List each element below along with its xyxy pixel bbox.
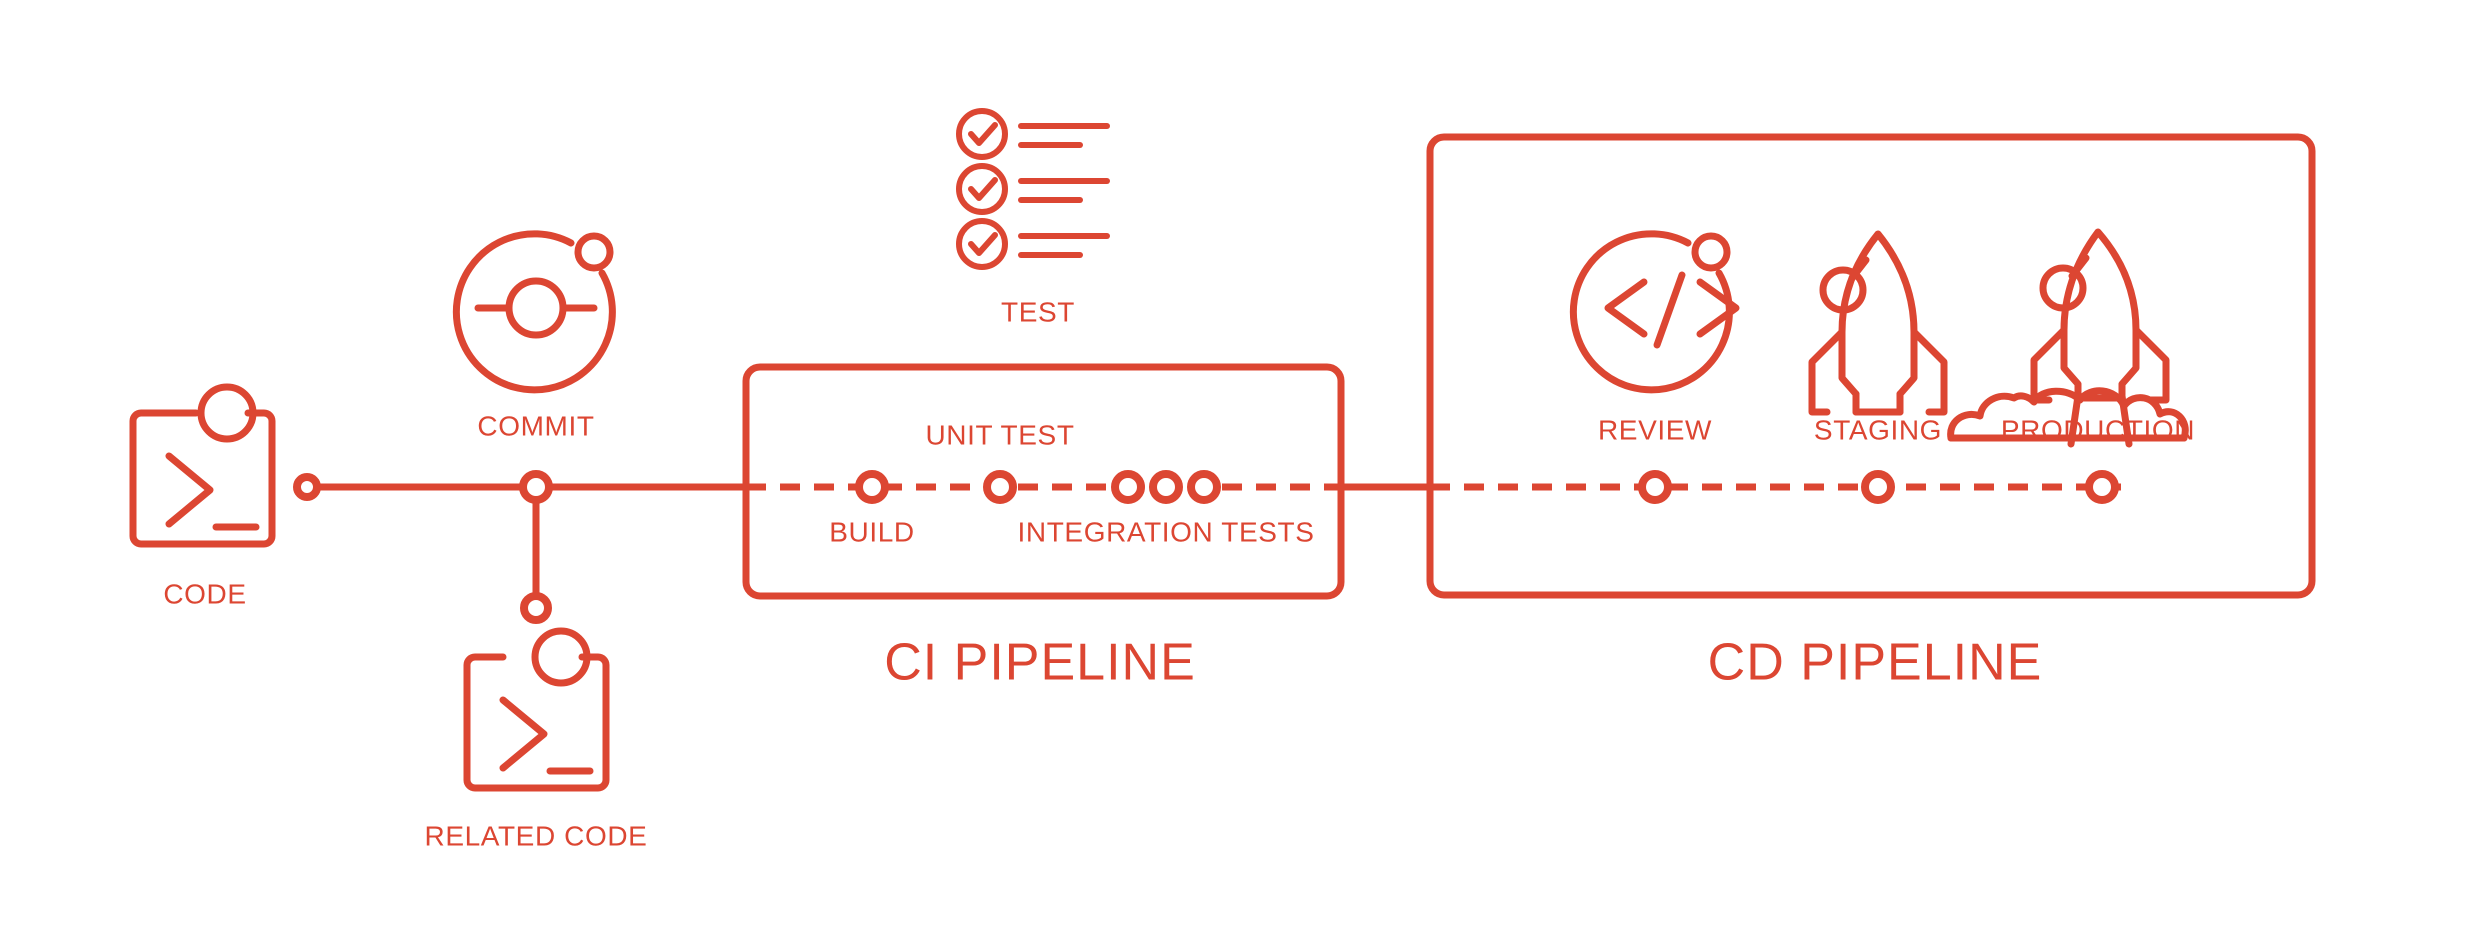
code-label: CODE bbox=[163, 578, 246, 609]
related-code-icon bbox=[463, 627, 610, 792]
node-code[interactable] bbox=[293, 473, 321, 501]
node-integration-test-1[interactable] bbox=[1111, 470, 1145, 504]
build-label: BUILD bbox=[829, 516, 914, 547]
rocket-launch-icon bbox=[1947, 228, 2189, 448]
code-brackets-circle-icon bbox=[1569, 230, 1740, 394]
node-commit[interactable] bbox=[519, 470, 553, 504]
ci-pipeline-box bbox=[742, 363, 1345, 600]
rocket-icon bbox=[1808, 230, 1948, 416]
related-code-label: RELATED CODE bbox=[425, 820, 648, 851]
commit-node-icon bbox=[452, 230, 616, 394]
review-label: REVIEW bbox=[1598, 414, 1712, 445]
cd-pipeline-box bbox=[1426, 133, 2316, 599]
production-label: PRODUCTION bbox=[2001, 414, 2195, 445]
terminal-code-icon bbox=[129, 383, 276, 548]
node-staging[interactable] bbox=[1861, 470, 1895, 504]
node-integration-test-3[interactable] bbox=[1187, 470, 1221, 504]
test-label: TEST bbox=[1001, 296, 1075, 327]
node-integration-test-2[interactable] bbox=[1149, 470, 1183, 504]
node-related-code[interactable] bbox=[520, 592, 552, 624]
unit-test-label: UNIT TEST bbox=[925, 419, 1074, 450]
commit-label: COMMIT bbox=[477, 410, 594, 441]
ci-pipeline-title: CI PIPELINE bbox=[884, 634, 1196, 692]
node-review[interactable] bbox=[1638, 470, 1672, 504]
node-unit-test[interactable] bbox=[983, 470, 1017, 504]
node-production[interactable] bbox=[2085, 470, 2119, 504]
integration-tests-label: INTEGRATION TESTS bbox=[1018, 516, 1315, 547]
cd-pipeline-title: CD PIPELINE bbox=[1708, 634, 2043, 692]
staging-label: STAGING bbox=[1814, 414, 1942, 445]
node-build[interactable] bbox=[855, 470, 889, 504]
checklist-icon bbox=[956, 108, 1110, 270]
